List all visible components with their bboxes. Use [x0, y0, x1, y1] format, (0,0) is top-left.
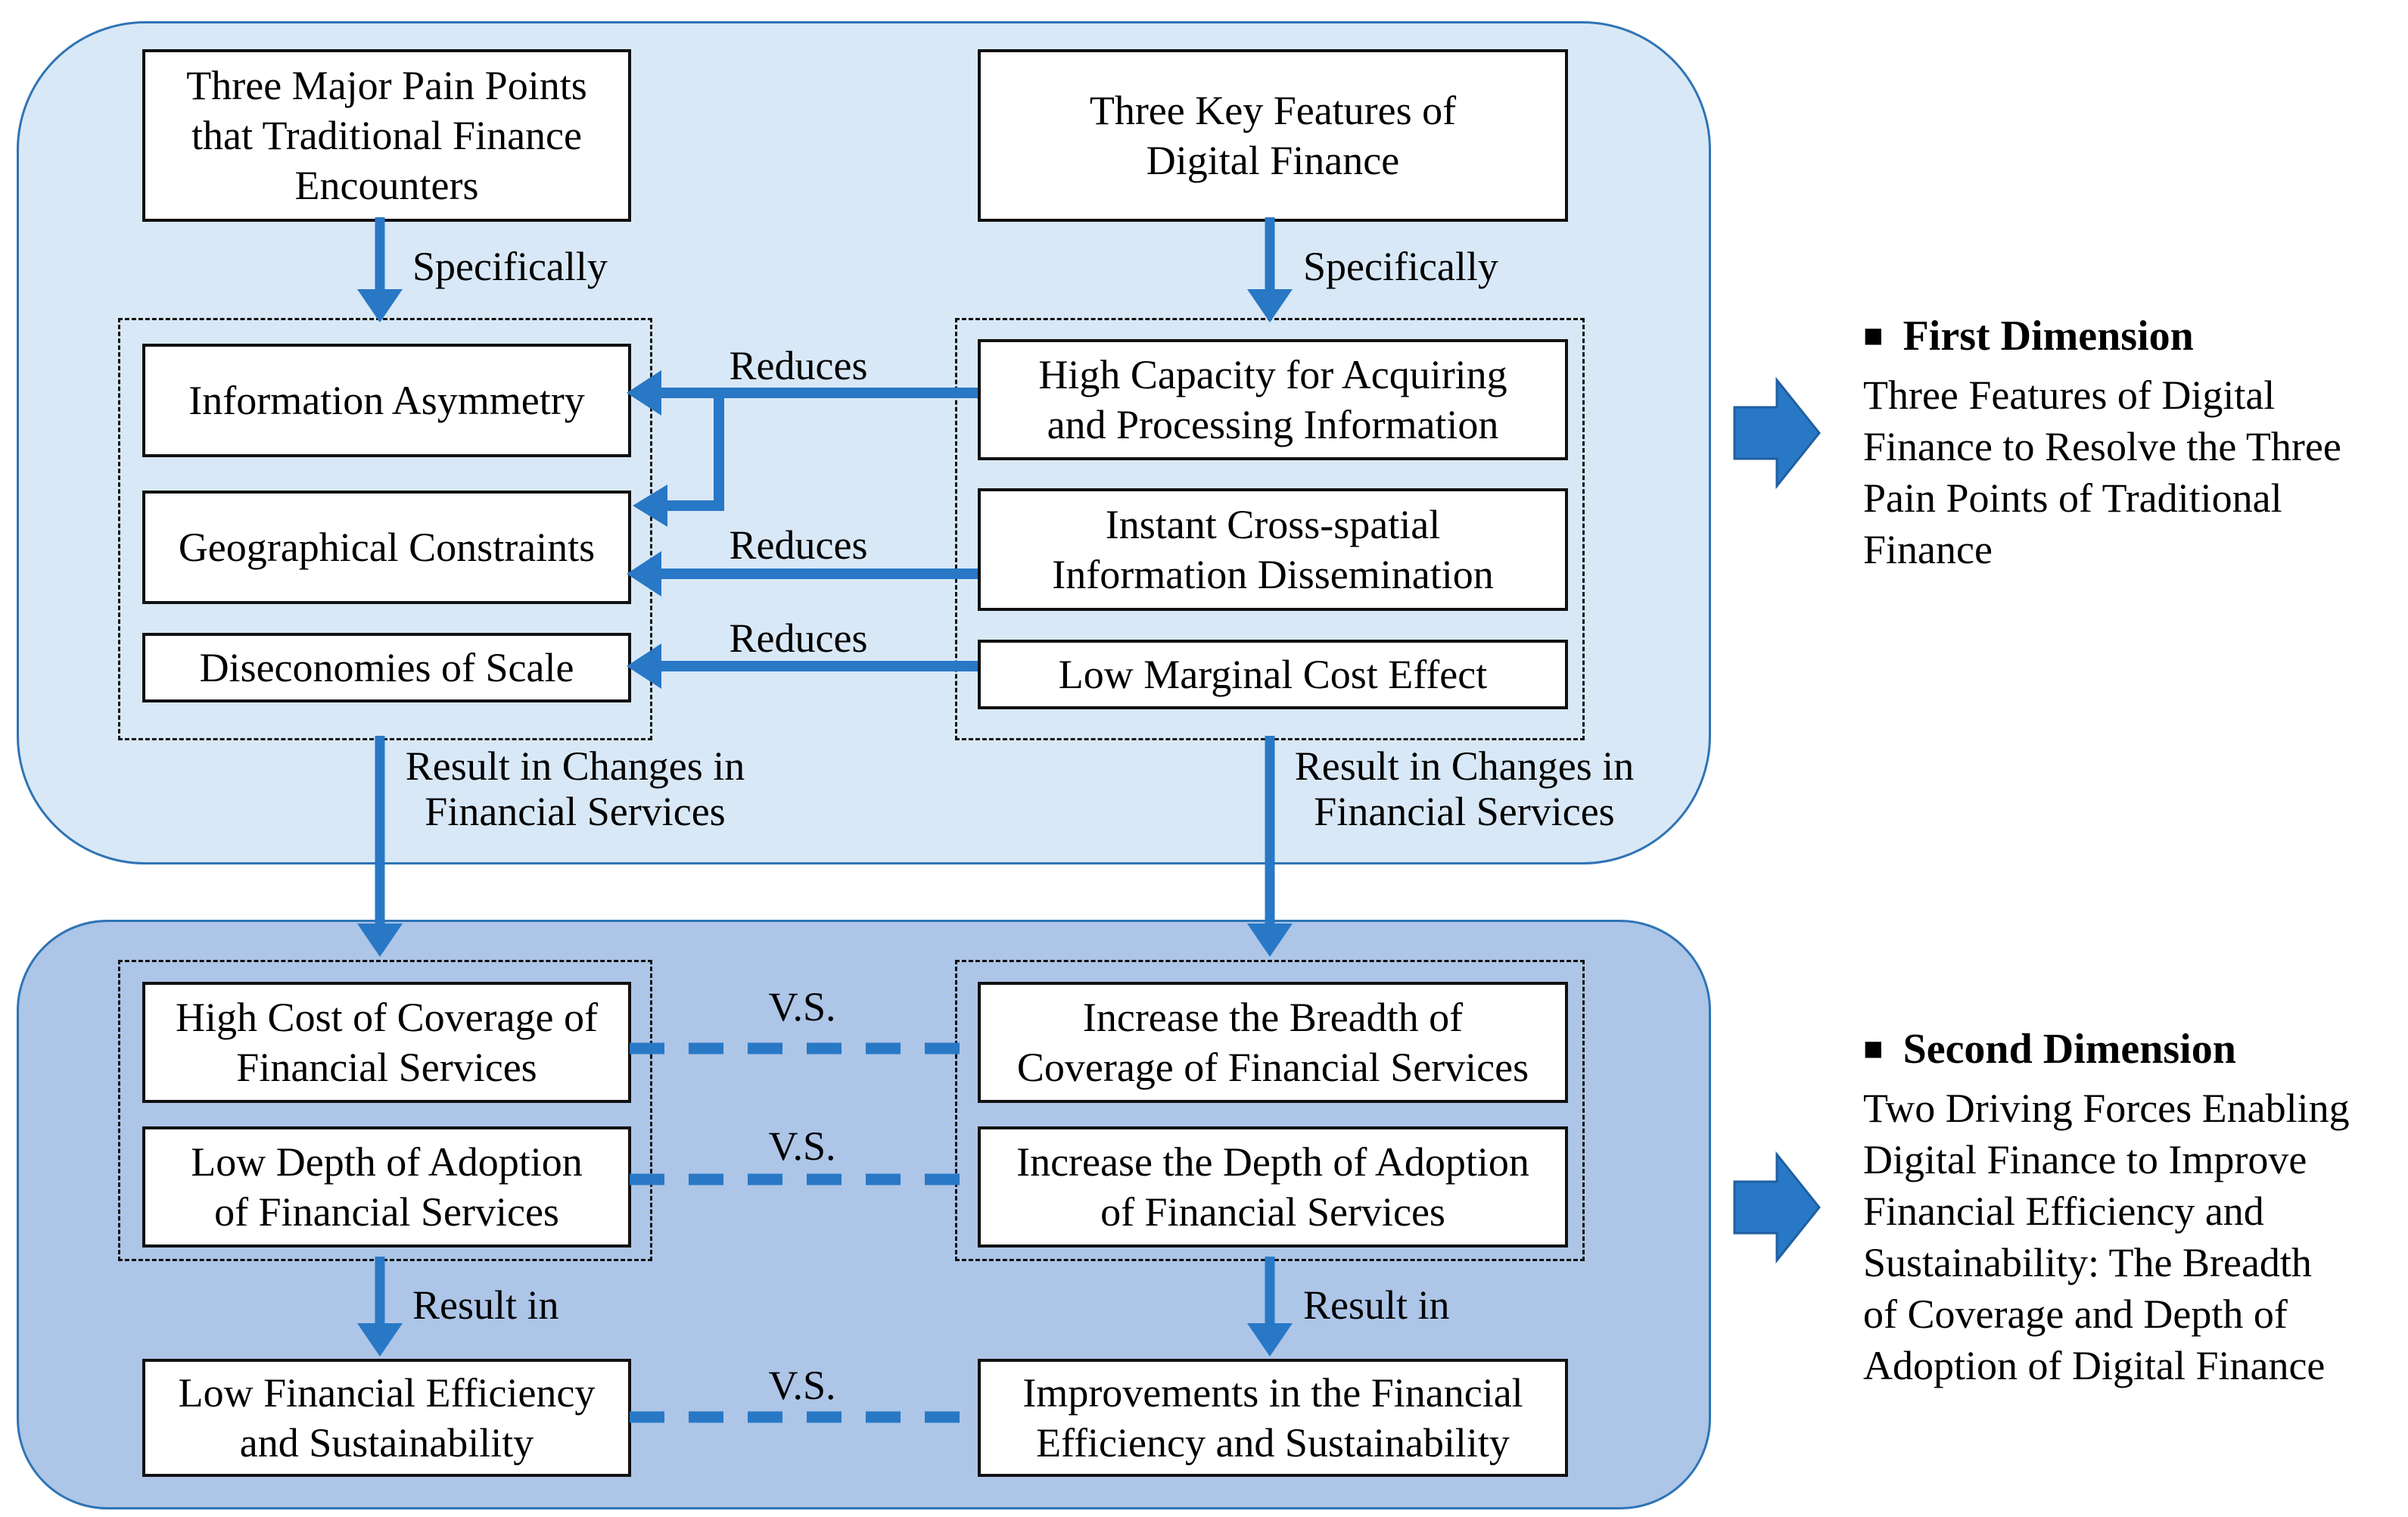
result-changes-line: Result in Changes in — [1294, 743, 1635, 789]
reduces-arrow-2 — [627, 551, 978, 597]
box-line: of Financial Services — [214, 1189, 559, 1235]
result-changes-label-left: Result in Changes in Financial Services — [406, 743, 745, 834]
reduces-label-2: Reduces — [729, 522, 868, 568]
feature-box-high-capacity: High Capacity for Acquiring and Processi… — [978, 339, 1568, 460]
first-dimension-text-line: Three Features of Digital — [1863, 372, 2276, 418]
result-changes-line: Financial Services — [425, 789, 726, 834]
feature-box-cross-spatial: Instant Cross-spatial Information Dissem… — [978, 488, 1568, 611]
pain-title-line: that Traditional Finance — [191, 113, 582, 158]
box-line: Improvements in the Financial — [1022, 1370, 1523, 1416]
box-line: Coverage of Financial Services — [1016, 1045, 1529, 1090]
pain-title-line: Encounters — [294, 163, 479, 208]
vs-label-2: V.S. — [768, 1123, 836, 1169]
first-dimension-title-row: ■ First Dimension — [1863, 310, 2393, 362]
pain-point-box-information-asymmetry: Information Asymmetry — [142, 344, 631, 457]
box-line: Increase the Depth of Adoption — [1016, 1139, 1529, 1185]
second-dimension-text-line: Financial Efficiency and — [1863, 1188, 2264, 1234]
specifically-label-left: Specifically — [412, 244, 608, 289]
pain-title-box: Three Major Pain Points that Traditional… — [142, 49, 631, 222]
second-dimension-block-arrow — [1733, 1151, 1821, 1264]
second-dimension-text-line: Adoption of Digital Finance — [1863, 1343, 2326, 1388]
result-changes-arrow-right — [1247, 736, 1293, 957]
result-in-label-right: Result in — [1303, 1282, 1450, 1328]
feature-line: High Capacity for Acquiring — [1038, 352, 1507, 397]
vs-label-3: V.S. — [768, 1363, 836, 1408]
high-cost-coverage-box: High Cost of Coverage of Financial Servi… — [142, 982, 631, 1103]
second-dimension-text-line: Sustainability: The Breadth — [1863, 1240, 2312, 1285]
reduces-arrow-1 — [627, 370, 978, 416]
reduces-arrow-3 — [627, 643, 978, 689]
low-depth-adoption-box: Low Depth of Adoption of Financial Servi… — [142, 1126, 631, 1248]
first-dimension-block-arrow — [1733, 376, 1821, 490]
feature-line: Low Marginal Cost Effect — [1058, 652, 1488, 697]
result-changes-label-right: Result in Changes in Financial Services — [1295, 743, 1634, 834]
second-dimension-text-line: Digital Finance to Improve — [1863, 1137, 2307, 1182]
second-dimension-text-line: of Coverage and Depth of — [1863, 1291, 2288, 1337]
first-dimension-text-line: Pain Points of Traditional — [1863, 475, 2282, 521]
box-line: High Cost of Coverage of — [176, 995, 598, 1040]
box-line: Increase the Breadth of — [1082, 995, 1464, 1040]
features-title-box: Three Key Features of Digital Finance — [978, 49, 1568, 222]
first-dimension-note: ■ First Dimension Three Features of Digi… — [1863, 310, 2393, 575]
result-in-arrow-right — [1247, 1257, 1293, 1357]
box-line: Financial Services — [236, 1045, 537, 1090]
reduces-label-3: Reduces — [729, 615, 868, 661]
box-line: of Financial Services — [1100, 1189, 1445, 1235]
features-title-line: Three Key Features of — [1089, 88, 1457, 133]
square-bullet-icon: ■ — [1863, 1030, 1884, 1067]
result-changes-line: Financial Services — [1314, 789, 1615, 834]
second-dimension-title: Second Dimension — [1902, 1026, 2236, 1073]
reduces-label-1: Reduces — [729, 343, 868, 388]
specifically-label-right: Specifically — [1303, 244, 1498, 289]
pain-point-label: Geographical Constraints — [178, 525, 596, 570]
feature-line: Information Dissemination — [1052, 552, 1494, 597]
improvements-outcome-box: Improvements in the Financial Efficiency… — [978, 1359, 1568, 1477]
second-dimension-text-line: Two Driving Forces Enabling — [1863, 1086, 2350, 1131]
box-line: Low Depth of Adoption — [191, 1139, 583, 1185]
pain-points-group-frame — [118, 318, 652, 740]
first-dimension-text-line: Finance — [1863, 527, 1993, 572]
specifically-arrow-left — [357, 217, 403, 322]
traditional-outcomes-group-frame — [118, 960, 652, 1261]
pain-point-box-geographical-constraints: Geographical Constraints — [142, 491, 631, 604]
pain-title-line: Three Major Pain Points — [186, 63, 587, 108]
result-changes-arrow-left — [357, 736, 403, 957]
result-in-arrow-left — [357, 1257, 403, 1357]
increase-breadth-box: Increase the Breadth of Coverage of Fina… — [978, 982, 1568, 1103]
pain-point-label: Information Asymmetry — [188, 378, 585, 423]
feature-box-low-marginal-cost: Low Marginal Cost Effect — [978, 640, 1568, 709]
result-in-label-left: Result in — [412, 1282, 559, 1328]
pain-point-label: Diseconomies of Scale — [199, 645, 574, 690]
first-dimension-text-line: Finance to Resolve the Three — [1863, 424, 2341, 469]
feature-line: Instant Cross-spatial — [1105, 502, 1441, 547]
square-bullet-icon: ■ — [1863, 317, 1884, 354]
result-changes-line: Result in Changes in — [405, 743, 745, 789]
feature-line: and Processing Information — [1047, 402, 1499, 447]
second-dimension-title-row: ■ Second Dimension — [1863, 1023, 2393, 1075]
increase-depth-box: Increase the Depth of Adoption of Financ… — [978, 1126, 1568, 1248]
vs-label-1: V.S. — [768, 984, 836, 1030]
specifically-arrow-right — [1247, 217, 1293, 322]
box-line: Low Financial Efficiency — [178, 1370, 596, 1416]
pain-point-box-diseconomies-of-scale: Diseconomies of Scale — [142, 633, 631, 702]
second-dimension-note: ■ Second Dimension Two Driving Forces En… — [1863, 1023, 2393, 1391]
first-dimension-title: First Dimension — [1902, 313, 2194, 360]
features-title-line: Digital Finance — [1146, 138, 1400, 183]
box-line: and Sustainability — [239, 1420, 534, 1466]
reduces-branch-arrow — [633, 393, 724, 527]
box-line: Efficiency and Sustainability — [1036, 1420, 1510, 1466]
